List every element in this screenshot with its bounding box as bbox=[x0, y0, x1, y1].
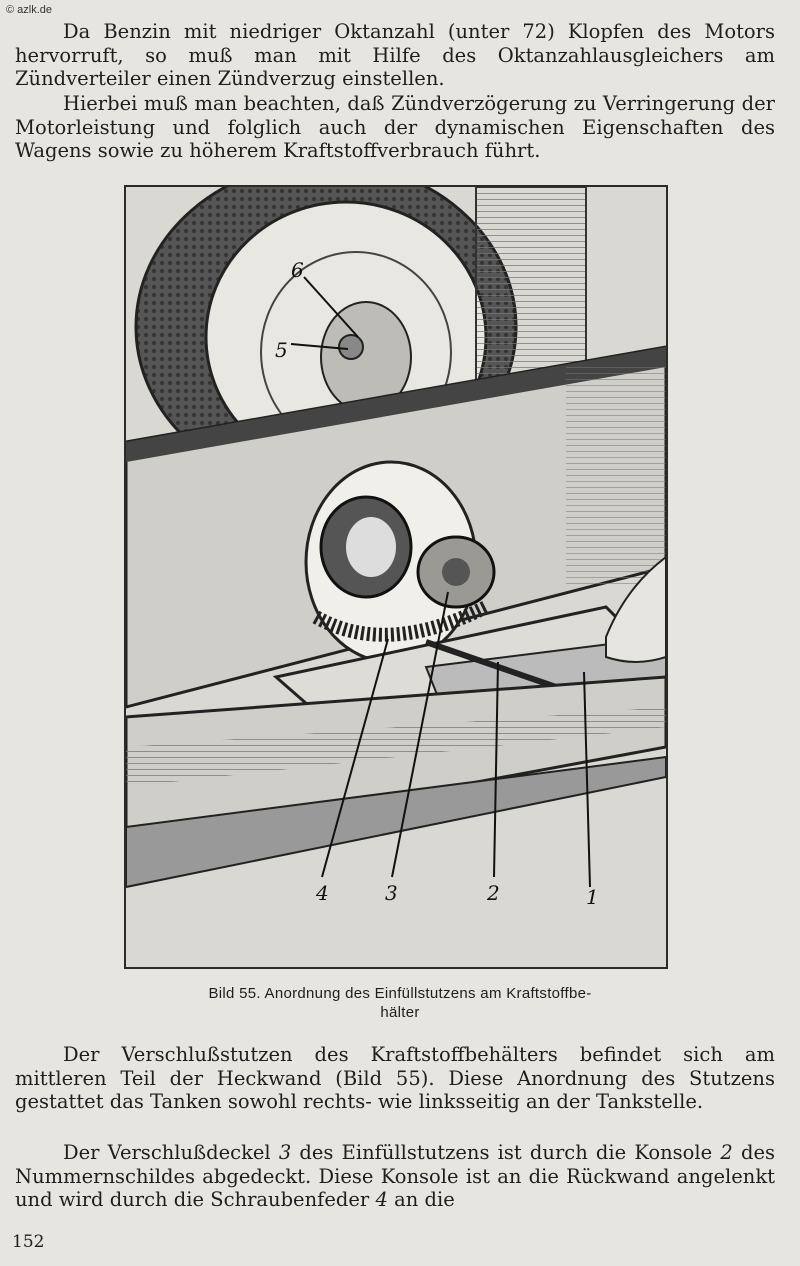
label-3: 3 bbox=[385, 881, 398, 905]
reference-number-4: 4 bbox=[375, 1188, 388, 1211]
paragraph-4-part-c: des Nummernschildes abgedeckt. Diese Kon… bbox=[15, 1141, 775, 1211]
bumper bbox=[126, 675, 666, 889]
paragraph-4-part-b: des Einfüllstutzens ist durch die Konsol… bbox=[291, 1141, 721, 1164]
spring bbox=[312, 600, 490, 642]
caption-line-1: Bild 55. Anordnung des Einfüllstutzens a… bbox=[208, 985, 592, 1002]
paragraph-4-part-a: Der Verschlußdeckel bbox=[63, 1141, 279, 1164]
fuel-filler-drawing: 4 3 2 1 5 6 bbox=[126, 187, 666, 909]
leader-lines bbox=[290, 276, 591, 888]
label-4: 4 bbox=[315, 881, 329, 905]
watermark: © azlk.de bbox=[6, 4, 53, 16]
reference-number-3: 3 bbox=[278, 1141, 292, 1164]
figure-caption: Bild 55. Anordnung des Einfüllstutzens a… bbox=[110, 984, 690, 1022]
paragraph-4-part-d: an die bbox=[387, 1188, 455, 1211]
label-6: 6 bbox=[291, 258, 304, 282]
paragraph-2: Hierbei muß man beachten, daß Zündverzög… bbox=[15, 92, 775, 162]
paragraph-3: Der Verschlußstutzen des Kraftstoffbehäl… bbox=[15, 1043, 775, 1113]
hand bbox=[605, 555, 666, 663]
figure-illustration: 4 3 2 1 5 6 bbox=[124, 185, 668, 969]
label-1: 1 bbox=[586, 885, 599, 909]
paragraph-1: Da Benzin mit niedriger Oktanzahl (unter… bbox=[15, 20, 775, 90]
caption-line-2: hälter bbox=[380, 1004, 420, 1021]
label-2: 2 bbox=[486, 881, 500, 905]
filler-neck bbox=[304, 460, 496, 664]
reference-number-2: 2 bbox=[720, 1141, 733, 1164]
label-5: 5 bbox=[275, 338, 288, 362]
page-number: 152 bbox=[12, 1232, 45, 1252]
paragraph-4: Der Verschlußdeckel 3 des Einfüllstutzen… bbox=[15, 1141, 775, 1212]
